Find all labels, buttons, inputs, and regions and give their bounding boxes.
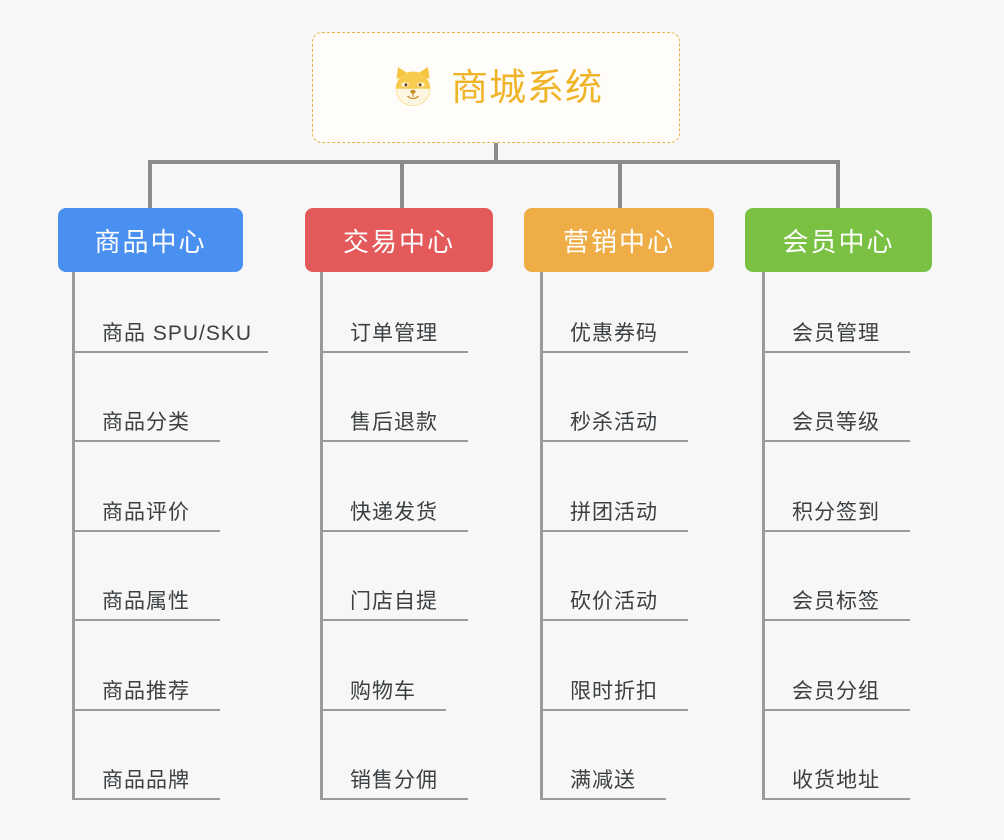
list-item-rule xyxy=(540,351,688,353)
list-item-label: 满减送 xyxy=(570,769,636,792)
list-item-label: 商品属性 xyxy=(102,590,190,614)
list-item-label: 砍价活动 xyxy=(570,590,658,614)
shiba-dog-icon xyxy=(395,66,431,106)
category-box-trade-center[interactable]: 交易中心 xyxy=(305,208,493,272)
list-item-label: 门店自提 xyxy=(350,590,438,614)
list-item-label: 销售分佣 xyxy=(350,769,438,792)
list-item-label: 订单管理 xyxy=(350,322,438,345)
list-item-label: 会员管理 xyxy=(792,322,880,345)
list-item-label: 商品分类 xyxy=(102,411,190,435)
list-item-rule xyxy=(72,440,220,443)
connector-drop-4 xyxy=(836,160,840,208)
list-item-label: 购物车 xyxy=(350,679,416,703)
list-item-label: 限时折扣 xyxy=(570,679,658,703)
list-item-label: 优惠券码 xyxy=(570,322,658,345)
list-item-label: 会员标签 xyxy=(792,590,880,614)
list-item-rule xyxy=(540,440,688,443)
list-item-label: 商品 SPU/SKU xyxy=(102,322,253,345)
column-spine xyxy=(72,272,75,800)
connector-drop-1 xyxy=(148,160,152,208)
list-item-label: 积分签到 xyxy=(792,500,880,524)
column-spine xyxy=(762,272,765,800)
column-spine xyxy=(320,272,323,800)
list-item-rule xyxy=(762,619,910,622)
list-item-rule xyxy=(320,440,468,443)
connector-root-stem xyxy=(494,143,498,164)
list-item-label: 秒杀活动 xyxy=(570,411,658,435)
list-item-rule xyxy=(320,351,468,353)
list-item-rule xyxy=(762,708,910,711)
connector-drop-3 xyxy=(618,160,622,208)
list-item-rule xyxy=(762,351,910,353)
list-item-rule xyxy=(762,440,910,443)
list-item-rule xyxy=(320,619,468,622)
list-item-label: 商品推荐 xyxy=(102,679,190,703)
list-item-rule xyxy=(72,798,220,800)
root-node-mall-system[interactable]: 商城系统 xyxy=(312,32,680,143)
list-item-label: 售后退款 xyxy=(350,411,438,435)
list-item-rule xyxy=(540,529,688,532)
connector-horizontal-bus xyxy=(148,160,840,164)
root-node-title: 商城系统 xyxy=(451,67,603,108)
list-item-rule xyxy=(72,351,268,353)
list-item-rule xyxy=(540,619,688,622)
list-item-rule xyxy=(72,529,220,532)
list-item-label: 会员分组 xyxy=(792,679,880,703)
list-item-rule xyxy=(72,619,220,622)
list-item-label: 快递发货 xyxy=(350,500,438,524)
list-item-label: 商品评价 xyxy=(102,500,190,524)
list-item-rule xyxy=(540,798,666,800)
list-item-rule xyxy=(540,708,688,711)
list-item-rule xyxy=(762,798,910,800)
list-item-rule xyxy=(762,529,910,532)
list-item-rule xyxy=(72,708,220,711)
connector-drop-2 xyxy=(400,160,404,208)
category-box-marketing-center[interactable]: 营销中心 xyxy=(524,208,714,272)
list-item-label: 收货地址 xyxy=(792,769,880,792)
list-item-rule xyxy=(320,529,468,532)
category-box-member-center[interactable]: 会员中心 xyxy=(745,208,932,272)
column-spine xyxy=(540,272,543,800)
list-item-rule xyxy=(320,708,446,711)
category-box-product-center[interactable]: 商品中心 xyxy=(58,208,243,272)
list-item-rule xyxy=(320,798,468,800)
list-item-label: 拼团活动 xyxy=(570,500,658,524)
list-item-label: 会员等级 xyxy=(792,411,880,435)
list-item-label: 商品品牌 xyxy=(102,769,190,792)
